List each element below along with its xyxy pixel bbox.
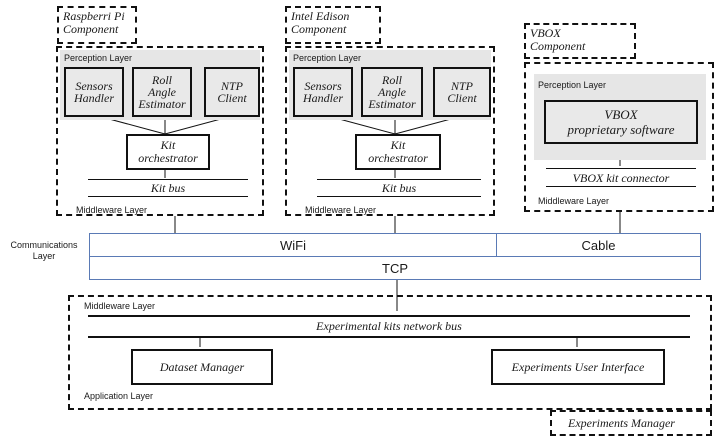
vbox-kit-connector: VBOX kit connector xyxy=(572,171,670,185)
tcp-box: TCP xyxy=(89,256,701,280)
rpi-middleware-label: Middleware Layer xyxy=(76,205,148,215)
vbox-perception-label: Perception Layer xyxy=(538,80,607,90)
experiments-manager-tag: Experiments Manager xyxy=(550,410,712,436)
edison-roll-angle-estimator: Roll Angle Estimator xyxy=(361,67,423,117)
rpi-bus-bottom-line xyxy=(88,196,248,197)
rpi-perception-label: Perception Layer xyxy=(64,53,133,63)
vbox-connector-bottom-line xyxy=(546,186,696,187)
edison-sensors-handler: Sensors Handler xyxy=(293,67,353,117)
edison-bus-bottom-line xyxy=(317,196,481,197)
rpi-kit-bus: Kit bus xyxy=(150,181,186,195)
edison-kit-bus: Kit bus xyxy=(381,181,417,195)
rpi-component-title: Raspberri Pi Component xyxy=(63,9,125,36)
vbox-component: Perception Layer VBOX proprietary softwa… xyxy=(524,62,714,212)
rpi-ntp-client: NTP Client xyxy=(204,67,260,117)
experiments-manager-title: Experiments Manager xyxy=(568,416,675,430)
edison-perception-label: Perception Layer xyxy=(293,53,362,63)
rpi-component-tag: Raspberri Pi Component xyxy=(57,6,137,44)
vbox-component-title: VBOX Component xyxy=(530,26,586,53)
rpi-sensors-handler: Sensors Handler xyxy=(64,67,124,117)
rpi-component: Perception Layer Sensors Handler Roll An… xyxy=(56,46,264,216)
experiments-user-interface: Experiments User Interface xyxy=(491,349,665,385)
vbox-connector-top-line xyxy=(546,168,696,169)
edison-bus-top-line xyxy=(317,179,481,180)
vbox-middleware-label: Middleware Layer xyxy=(538,196,610,206)
vbox-proprietary-software: VBOX proprietary software xyxy=(544,100,698,144)
wifi-box: WiFi xyxy=(89,233,497,257)
experiments-manager: Middleware Layer Experimental kits netwo… xyxy=(68,295,712,410)
edison-component-tag: Intel Edison Component xyxy=(285,6,381,44)
edison-component-title: Intel Edison Component xyxy=(291,9,350,36)
manager-middleware-label: Middleware Layer xyxy=(84,301,156,311)
cable-box: Cable xyxy=(496,233,701,257)
network-bus-top-line xyxy=(88,315,690,317)
edison-component: Perception Layer Sensors Handler Roll An… xyxy=(285,46,495,216)
manager-application-label: Application Layer xyxy=(84,391,154,401)
rpi-kit-orchestrator: Kit orchestrator xyxy=(126,134,210,170)
network-bus-bottom-line xyxy=(88,336,690,338)
rpi-bus-top-line xyxy=(88,179,248,180)
edison-middleware-label: Middleware Layer xyxy=(305,205,377,215)
experimental-kits-network-bus: Experimental kits network bus xyxy=(316,319,462,333)
vbox-component-tag: VBOX Component xyxy=(524,23,636,59)
dataset-manager: Dataset Manager xyxy=(131,349,273,385)
edison-kit-orchestrator: Kit orchestrator xyxy=(355,134,441,170)
edison-ntp-client: NTP Client xyxy=(433,67,491,117)
communications-layer-label: Communications Layer xyxy=(10,240,78,261)
rpi-roll-angle-estimator: Roll Angle Estimator xyxy=(132,67,192,117)
